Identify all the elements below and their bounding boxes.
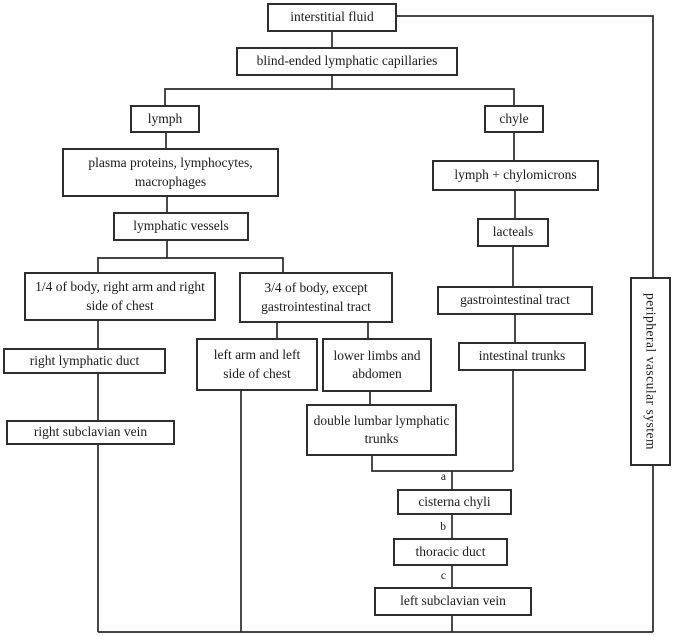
node-three-quarter-body: 3/4 of body, except gastrointestinal tra…: [239, 272, 393, 323]
node-right-subclavian-vein: right subclavian vein: [6, 420, 175, 445]
edge-line: [97, 32, 516, 632]
node-double-lumbar-trunks: double lumbar lymphatic trunks: [306, 404, 457, 456]
node-right-lymphatic-duct-label: right lymphatic duct: [29, 352, 140, 368]
node-left-arm-chest-label: left arm and left side of chest: [213, 347, 301, 381]
node-plasma-proteins: plasma proteins, lymphocytes, macrophage…: [62, 148, 279, 197]
node-quarter-body: 1/4 of body, right arm and right side of…: [24, 272, 216, 321]
node-interstitial-fluid: interstitial fluid: [267, 3, 397, 32]
node-plasma-proteins-label: plasma proteins, lymphocytes, macrophage…: [88, 155, 253, 189]
node-thoracic-duct: thoracic duct: [393, 538, 508, 566]
node-lower-limbs-abdomen-label: lower limbs and abdomen: [333, 347, 421, 381]
node-peripheral-vascular-system-label: peripheral vascular system: [643, 293, 659, 450]
node-chyle: chyle: [484, 105, 544, 133]
node-intestinal-trunks: intestinal trunks: [458, 342, 586, 371]
node-lymphatic-vessels-label: lymphatic vessels: [133, 218, 229, 234]
node-quarter-body-label: 1/4 of body, right arm and right side of…: [35, 279, 205, 313]
node-peripheral-vascular-system: peripheral vascular system: [630, 277, 671, 466]
node-blind-ended-capillaries-label: blind-ended lymphatic capillaries: [256, 53, 438, 69]
edge-label-b: b: [440, 521, 446, 533]
node-lymphatic-vessels: lymphatic vessels: [113, 212, 249, 241]
edge-label-a: a: [440, 471, 446, 483]
node-lower-limbs-abdomen: lower limbs and abdomen: [322, 338, 432, 392]
node-lymph-label: lymph: [147, 110, 183, 126]
node-left-arm-chest: left arm and left side of chest: [196, 338, 318, 391]
node-cisterna-chyli: cisterna chyli: [397, 489, 512, 515]
node-lacteals: lacteals: [477, 218, 549, 247]
node-double-lumbar-trunks-label: double lumbar lymphatic trunks: [313, 412, 450, 446]
branch-line: [97, 15, 654, 633]
node-three-quarter-body-label: 3/4 of body, except gastrointestinal tra…: [261, 280, 371, 314]
node-lymph-chylomicrons-label: lymph + chylomicrons: [454, 167, 577, 183]
node-lymph: lymph: [130, 105, 200, 133]
node-interstitial-fluid-label: interstitial fluid: [290, 9, 374, 25]
edge-label-c: c: [440, 570, 446, 582]
node-left-subclavian-vein-label: left subclavian vein: [400, 593, 506, 609]
node-chyle-label: chyle: [499, 110, 529, 126]
node-blind-ended-capillaries: blind-ended lymphatic capillaries: [236, 47, 458, 76]
node-gastrointestinal-tract: gastrointestinal tract: [437, 286, 593, 315]
node-gastrointestinal-tract-label: gastrointestinal tract: [460, 292, 570, 308]
node-lymph-chylomicrons: lymph + chylomicrons: [432, 160, 599, 191]
node-left-subclavian-vein: left subclavian vein: [374, 587, 532, 616]
node-lacteals-label: lacteals: [492, 224, 534, 240]
node-cisterna-chyli-label: cisterna chyli: [418, 493, 491, 509]
node-thoracic-duct-label: thoracic duct: [415, 543, 486, 559]
node-intestinal-trunks-label: intestinal trunks: [478, 348, 566, 364]
node-right-lymphatic-duct: right lymphatic duct: [3, 348, 166, 374]
node-right-subclavian-vein-label: right subclavian vein: [33, 424, 148, 440]
